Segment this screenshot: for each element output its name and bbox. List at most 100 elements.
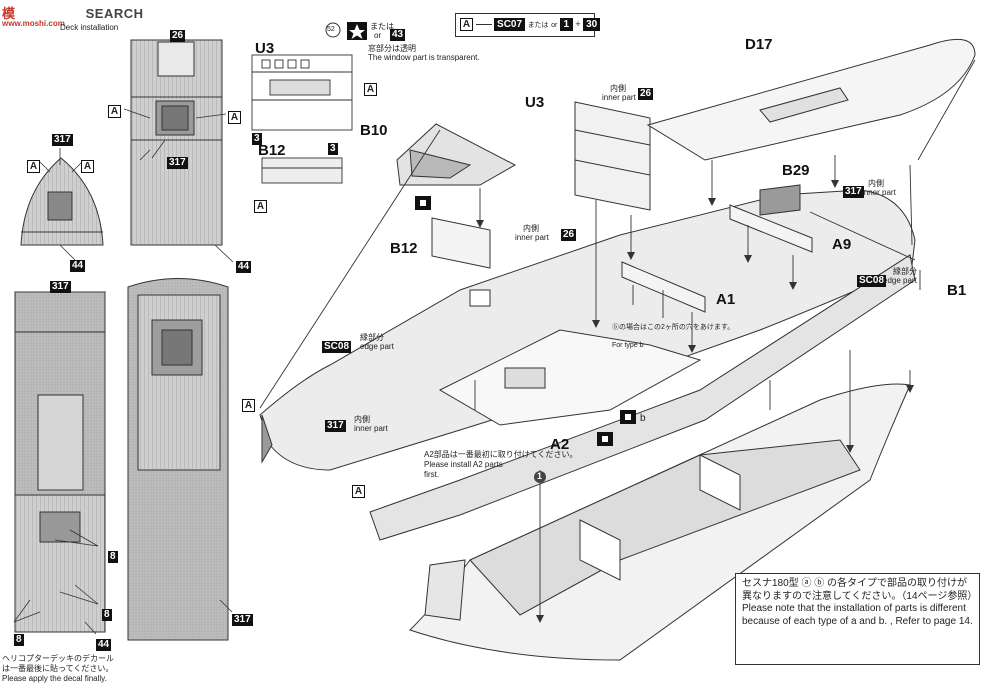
badge-a-bow-hull: A — [242, 399, 255, 412]
heli-note-en: Please apply the decal finally. — [2, 674, 107, 683]
u3-wall — [574, 101, 651, 211]
arrow-heads — [476, 180, 914, 623]
a2-floor-part — [438, 329, 702, 426]
legend-a: A — [460, 18, 473, 31]
window-or: or — [374, 31, 382, 40]
badge-44-deck: 44 — [236, 261, 252, 273]
type-note-en: Please note that the installation of par… — [742, 603, 973, 627]
badge-26-u3: 26 — [638, 88, 654, 100]
badge-317-inner: 317 — [325, 420, 346, 432]
edge-part-jp-right: 縁部分 — [893, 267, 917, 276]
window-alt-badge: 43 — [390, 29, 406, 41]
badge-26-deck: 26 — [170, 30, 186, 42]
inner-part-jp-b29: 内側 — [868, 179, 884, 188]
legend-plus: + — [575, 19, 581, 29]
label-u3-top: U3 — [255, 40, 275, 57]
inner-part-jp-bow: 内側 — [354, 415, 370, 424]
inner-part-en-b29: inner part — [862, 188, 896, 197]
bow-deck — [20, 157, 104, 246]
badge-44-bow: 44 — [70, 260, 86, 272]
badge-a-bow-right: A — [81, 160, 94, 173]
heli-note-jp2: は一番最後に貼ってください。 — [2, 664, 114, 673]
label-b12-main: B12 — [390, 240, 418, 257]
badge-a-deck-right: A — [228, 111, 241, 124]
assembly-arrows — [259, 59, 976, 615]
label-b12-small: B12 — [258, 142, 286, 159]
type-note-jp: セスナ180型 ⓐ ⓑ の各タイプで部品の取り付けが異なりますので注意してくださ… — [742, 578, 978, 602]
b10-bow-piece — [396, 123, 517, 186]
window-jp: 窓部分は透明 — [368, 44, 416, 53]
star-icon — [347, 22, 367, 40]
badge-a-deck-left: A — [108, 105, 121, 118]
inner-part-en-bow: inner part — [354, 424, 388, 433]
d17-top-deck — [646, 38, 976, 161]
deck-strip-left — [14, 291, 106, 633]
badge-sc08-left: SC08 — [322, 341, 352, 353]
a2-note-en1: Please install A2 parts — [424, 460, 503, 469]
decal-circle-icon — [325, 22, 341, 38]
label-a2: A2 — [550, 436, 570, 453]
window-badge: 52 — [327, 26, 335, 33]
top-left-caption: Deck installation — [60, 23, 119, 32]
badge-8-a: 8 — [108, 551, 118, 563]
badge-8-c: 8 — [14, 634, 24, 646]
badge-317-right: 317 — [232, 614, 253, 626]
b12-panel — [431, 217, 491, 269]
deck-strip-top — [130, 39, 223, 246]
badge-3-b12: 3 — [328, 143, 338, 155]
badge-a-b12: A — [254, 200, 267, 213]
label-b10: B10 — [360, 122, 388, 139]
badge-a-edge: A — [352, 485, 365, 498]
hull-bottom — [409, 383, 911, 661]
badge-3-u3: 3 — [252, 133, 262, 145]
badge-317-b29: 317 — [843, 186, 864, 198]
badge-a-bow-left: A — [27, 160, 40, 173]
badge-sc08-right: SC08 — [857, 275, 887, 287]
hull-edge-strip — [369, 254, 916, 541]
a2-note-en2: first. — [424, 470, 440, 479]
badge-317-bow: 317 — [52, 134, 73, 146]
label-a9: A9 — [832, 236, 852, 253]
watermark-site: www.moshi.com — [2, 19, 65, 28]
label-d17: D17 — [745, 36, 773, 53]
a1-panel — [621, 261, 706, 313]
inner-part-jp-wall: 内側 — [523, 224, 539, 233]
badge-8-b: 8 — [102, 609, 112, 621]
deck-strip-right — [127, 278, 229, 641]
a2-note-jp: A2部品は一番最初に取り付けてください。 — [424, 450, 578, 459]
hull-side-wall — [259, 184, 916, 471]
edge-part-jp-left: 縁部分 — [360, 333, 384, 342]
edge-part-en-left: edge part — [360, 342, 394, 351]
type-note-box: セスナ180型 ⓐ ⓑ の各タイプで部品の取り付けが異なりますので注意してくださ… — [735, 573, 980, 665]
label-b1: B1 — [947, 282, 967, 299]
inner-part-en-wall: inner part — [515, 233, 549, 242]
inner-part-en-u3: inner part — [602, 93, 636, 102]
leader-lines-left — [13, 108, 234, 635]
u3-window-panel — [251, 54, 353, 131]
badge-317-deck: 317 — [167, 157, 188, 169]
step-marker-icon — [534, 471, 546, 483]
legend-one: 1 — [559, 18, 573, 31]
legend-box: A SC07 または or 1 + 30 — [455, 13, 601, 37]
legend-thirty: 30 — [583, 18, 601, 31]
badge-44-bottom: 44 — [96, 639, 112, 651]
b12-small-part — [261, 157, 343, 184]
window-en: The window part is transparent. — [368, 53, 480, 62]
a9-panel — [729, 204, 813, 253]
legend-matawa: または — [527, 22, 549, 29]
type-b-note-jp: ⓑの場合はこの2ヶ所の穴をあけます。 — [612, 324, 735, 331]
badge-26-wall: 26 — [561, 229, 577, 241]
type-b-label: b — [640, 413, 646, 424]
label-u3-main: U3 — [525, 94, 545, 111]
edge-part-en-right: edge part — [883, 276, 917, 285]
badge-a-u3: A — [364, 83, 377, 96]
type-b-note-en: For type b — [612, 342, 644, 349]
label-b29: B29 — [782, 162, 810, 179]
badge-317-left: 317 — [50, 281, 71, 293]
step-marker: 1 — [537, 471, 543, 481]
label-a1: A1 — [716, 291, 736, 308]
window-matawa: または — [370, 22, 394, 31]
watermark-logo: 模 SEARCH — [2, 6, 144, 21]
